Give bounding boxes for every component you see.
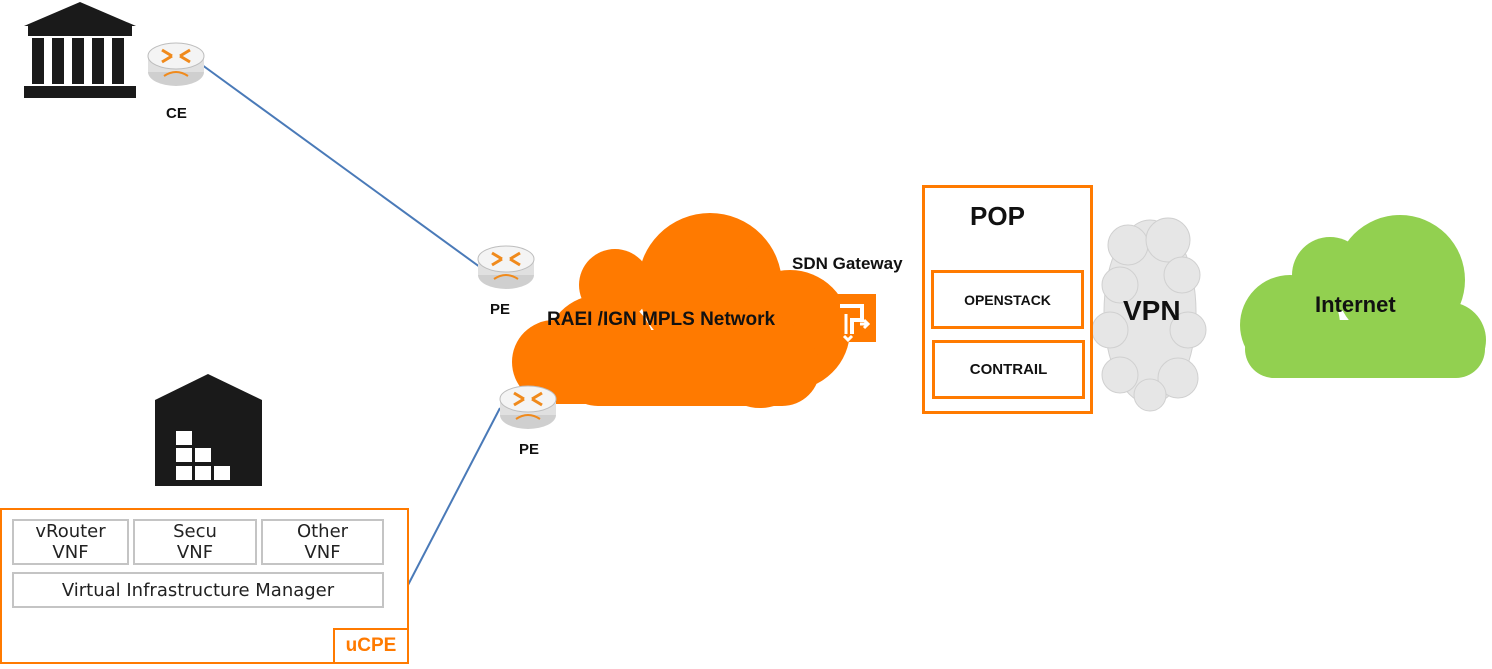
ucpe-label: uCPE — [333, 628, 409, 664]
router-icon — [477, 245, 535, 289]
internet-label: Internet — [1315, 292, 1396, 317]
bank-building-icon — [24, 2, 136, 98]
pop-title: POP — [970, 201, 1025, 231]
pe-bottom-label: PE — [519, 441, 540, 458]
contrail-box: CONTRAIL — [932, 340, 1085, 399]
ce-label: CE — [166, 105, 187, 122]
vnf-line1: Secu — [173, 521, 217, 542]
vnf-line2: VNF — [176, 542, 214, 563]
sdn-gateway-icon — [828, 294, 876, 343]
link-ce-pe — [197, 61, 485, 271]
sdn-gateway-label: SDN Gateway — [792, 254, 903, 273]
mpls-network-label: RAEI /IGN MPLS Network — [547, 309, 776, 330]
vnf-line2: VNF — [52, 542, 89, 563]
openstack-box: OPENSTACK — [931, 270, 1084, 329]
vnf-line1: Other — [296, 521, 349, 542]
internet-cloud — [1240, 215, 1486, 378]
vnf-line2: VNF — [304, 542, 341, 563]
vrouter-vnf-box: vRouter VNF — [12, 519, 129, 565]
secu-vnf-box: Secu VNF — [133, 519, 257, 565]
vim-box: Virtual Infrastructure Manager — [12, 572, 384, 608]
pe-top-label: PE — [490, 301, 511, 318]
mpls-cloud — [512, 213, 850, 408]
vpn-label: VPN — [1123, 295, 1181, 326]
vnf-line1: vRouter — [35, 521, 106, 542]
warehouse-building-icon — [155, 374, 262, 486]
vpn-cloud — [1091, 217, 1207, 412]
link-ucpe-pe — [407, 407, 501, 586]
other-vnf-box: Other VNF — [261, 519, 384, 565]
router-icon — [147, 42, 205, 86]
router-icon — [499, 385, 557, 429]
